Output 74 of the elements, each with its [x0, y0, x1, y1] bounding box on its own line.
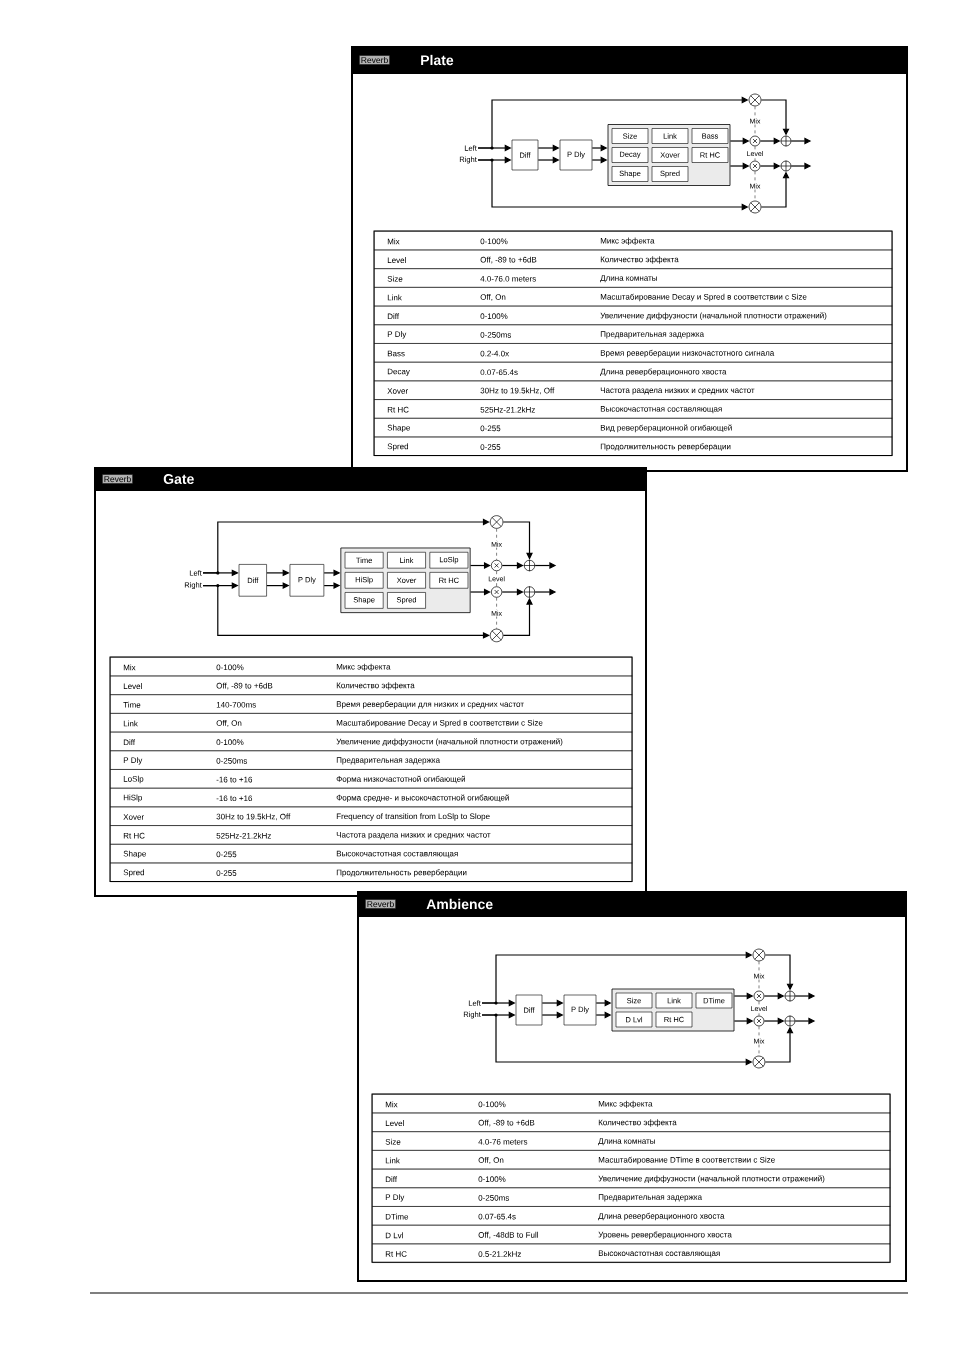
table-row: Shape 0-255 Вид реверберационной огибающей	[374, 418, 893, 438]
connector	[496, 528, 497, 561]
multiplier-circle	[752, 1055, 766, 1069]
table-row: LoSlp -16 to +16 Форма низкочастотной огибающей	[110, 769, 633, 789]
connector	[754, 171, 756, 201]
table-row: Diff 0-100% Увеличение диффузности (начальной плотности отражений)	[110, 731, 633, 751]
multiplier-circle	[753, 990, 765, 1002]
table-row: DTime 0.07-65.4s Длина реверберационного хвоста	[372, 1206, 891, 1226]
arrow	[501, 562, 524, 569]
arrow	[202, 518, 490, 574]
table-row: Level Off, -89 to +6dB Количество эффекта	[110, 675, 633, 695]
summing-circle	[523, 586, 536, 598]
badge: Reverb	[102, 474, 133, 484]
connector	[758, 1026, 760, 1056]
arrow	[202, 585, 490, 639]
connector	[754, 146, 756, 161]
table-row: Level Off, -89 to +6dB Количество эффекта	[372, 1112, 891, 1132]
summing-circle	[523, 559, 536, 572]
table-row: Link Off, On Масштабирование Decay и Spred в соответствии с Size	[374, 287, 893, 307]
connector	[758, 961, 760, 991]
table-row: Link Off, On Масштабирование DTime в соответствии с Size	[372, 1150, 891, 1170]
node-label: Mix	[385, 1101, 398, 1108]
table-row: Rt HC 525Hz-21.2kHz Высокочастотная составляющая	[374, 399, 893, 419]
connector	[496, 570, 497, 587]
table-row: Rt HC 525Hz-21.2kHz Частота раздела низких и средних частот	[110, 825, 633, 845]
badge: Reverb	[359, 55, 390, 65]
summing-circle	[784, 1015, 796, 1027]
table-row: Size 4.0-76 meters Длина комнаты	[372, 1131, 891, 1151]
table-row: P Dly 0-250ms Предварительная задержка	[374, 324, 893, 344]
badge: Reverb	[365, 899, 396, 909]
node-label: Микс эффекта	[598, 1100, 653, 1109]
table-row: Shape 0-255 Высокочастотная составляющая	[110, 844, 633, 864]
summing-circle	[784, 990, 796, 1002]
connector	[496, 597, 497, 629]
table-row: Decay 0.07-65.4s Длина реверберационного хвоста	[374, 361, 893, 382]
table-row: Diff 0-100% Увеличение диффузности (начальной плотности отражений)	[374, 305, 893, 325]
table-row: Bass 0.2-4.0x Время реверберации низкочастотного сигнала	[374, 343, 893, 363]
arrow	[469, 562, 491, 569]
table-row: Spred 0-255 Продолжительность реверберации	[374, 436, 893, 456]
table-row: Level Off, -89 to +6dB Количество эффекта	[374, 249, 893, 269]
multiplier-circle	[748, 200, 762, 214]
table-row: HiSlp -16 to +16 Форма средне- и высокочастотной огибающей	[110, 787, 633, 808]
node-label: Микс эффекта	[336, 663, 391, 672]
multiplier-circle	[752, 948, 766, 962]
node-label: Микс эффекта	[600, 237, 655, 246]
table-row: P Dly 0-250ms Предварительная задержка	[110, 750, 633, 770]
table-row: Size 4.0-76.0 meters Длина комнаты	[374, 268, 893, 288]
table-row: Diff 0-100% Увеличение диффузности (начальной плотности отражений)	[372, 1168, 891, 1188]
table-row: Time 140-700ms Время реверберации для низких и средних частот	[110, 694, 633, 714]
arrow	[502, 521, 533, 560]
table-row: P Dly 0-250ms Предварительная задержка	[372, 1187, 891, 1207]
multiplier-circle	[748, 93, 762, 107]
arrow	[501, 588, 524, 596]
node-label: Mix	[387, 238, 400, 245]
connector	[754, 106, 756, 136]
table-row: D Lvl Off, -48dB to Full Уровень реверберационного хвоста	[372, 1224, 891, 1245]
arrow	[469, 588, 491, 596]
table-row: Xover 30Hz to 19.5kHz, Off Частота раздела низких и средних частот	[374, 380, 893, 400]
node-label: 0-100%	[216, 664, 244, 671]
table-row: Spred 0-255 Продолжительность реверберации	[110, 862, 633, 882]
multiplier-circle	[753, 1015, 765, 1027]
multiplier-circle	[749, 160, 761, 172]
connector	[758, 1001, 760, 1016]
table-row: Link Off, On Масштабирование Decay и Spred в соответствии с Size	[110, 713, 633, 733]
table-row: Xover 30Hz to 19.5kHz, Off Frequency of transition from LoSlp to Slope	[110, 806, 633, 826]
summing-circle	[780, 135, 792, 147]
node-label: 0-100%	[478, 1101, 506, 1108]
summing-circle	[780, 160, 792, 172]
multiplier-circle	[489, 628, 504, 643]
node-label: 0-100%	[480, 238, 508, 245]
multiplier-circle	[489, 515, 504, 529]
multiplier-circle	[749, 135, 761, 147]
node-label: Mix	[123, 664, 136, 671]
table-row: Rt HC 0.5-21.2kHz Высокочастотная составляющая	[372, 1243, 891, 1263]
